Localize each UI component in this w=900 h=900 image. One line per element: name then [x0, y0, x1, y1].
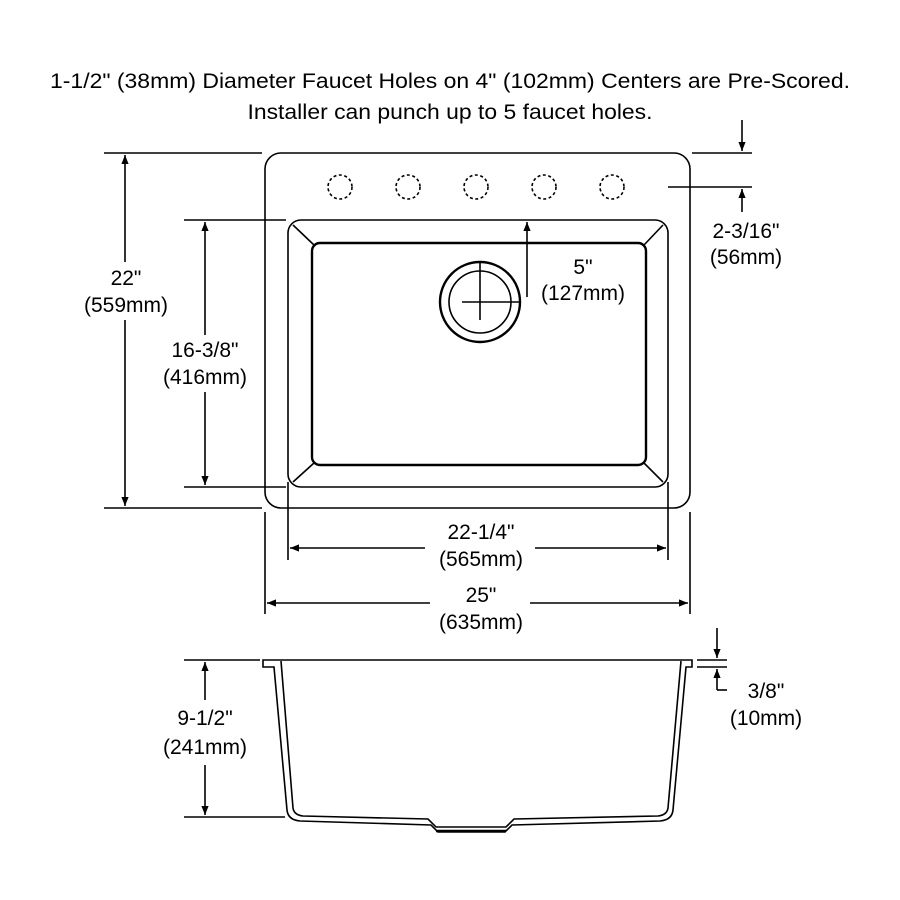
faucet-hole: [531, 174, 557, 200]
title-line-1: 1-1/2" (38mm) Diameter Faucet Holes on 4…: [50, 70, 850, 93]
overall-depth-metric: (559mm): [84, 294, 168, 317]
drain: [438, 260, 522, 344]
overall-depth-imperial: 22": [111, 267, 142, 290]
rim-thickness-metric: (10mm): [730, 707, 802, 730]
bowl-rim-outline: [287, 219, 669, 488]
sink-side-view: [262, 659, 693, 833]
faucet-offset-imperial: 2-3/16": [713, 220, 780, 243]
rim-thickness-imperial: 3/8": [748, 680, 785, 703]
sink-deck-outline: [264, 152, 691, 509]
faucet-hole: [599, 174, 625, 200]
bowl-height-metric: (241mm): [163, 736, 247, 759]
faucet-offset-metric: (56mm): [710, 246, 782, 269]
bowl-width-metric: (565mm): [439, 548, 523, 571]
drain-offset-metric: (127mm): [541, 282, 625, 305]
faucet-hole: [327, 174, 353, 200]
bowl-depth-metric: (416mm): [163, 366, 247, 389]
overall-width-metric: (635mm): [439, 611, 523, 634]
bowl-depth-imperial: 16-3/8": [172, 339, 239, 362]
faucet-holes: [327, 174, 625, 200]
title-line-2: Installer can punch up to 5 faucet holes…: [248, 101, 653, 124]
bowl-height-imperial: 9-1/2": [177, 707, 232, 730]
overall-width-imperial: 25": [466, 584, 497, 607]
faucet-hole: [463, 174, 489, 200]
drain-offset-imperial: 5": [573, 256, 592, 279]
bowl-width-imperial: 22-1/4": [448, 521, 515, 544]
bowl-floor-outline: [310, 241, 648, 467]
faucet-hole: [395, 174, 421, 200]
sink-top-view: [264, 152, 691, 509]
